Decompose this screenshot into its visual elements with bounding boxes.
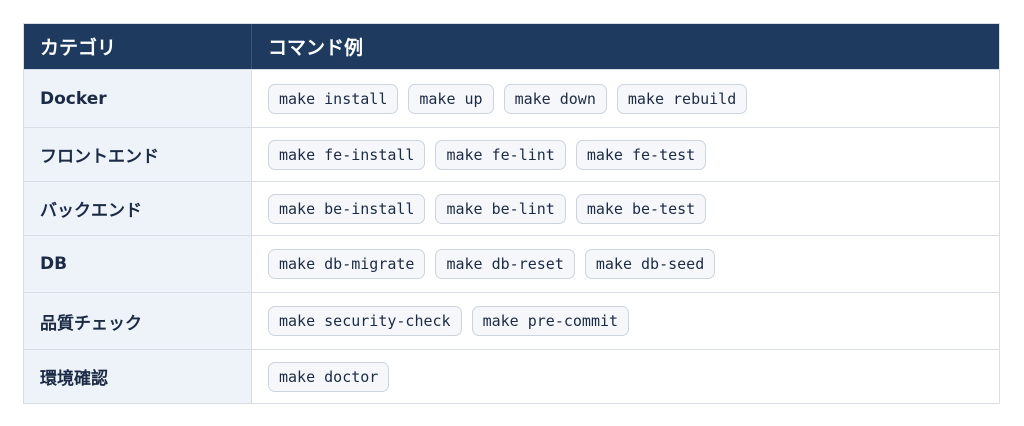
table-row: DB make db-migrate make db-reset make db… (24, 235, 999, 292)
header-category: カテゴリ (24, 24, 252, 69)
command-chip: make db-seed (584, 249, 716, 279)
row-category: 品質チェック (24, 293, 252, 349)
command-chip: make down (503, 83, 607, 114)
command-chip: make rebuild (616, 83, 748, 114)
row-commands: make db-migrate make db-reset make db-se… (252, 236, 999, 292)
table-header: カテゴリ コマンド例 (24, 24, 999, 69)
table-row: バックエンド make be-install make be-lint make… (24, 181, 999, 235)
row-category: フロントエンド (24, 128, 252, 181)
row-commands: make fe-install make fe-lint make fe-tes… (252, 128, 999, 181)
command-chip: make db-reset (435, 249, 575, 279)
table-row: 環境確認 make doctor (24, 349, 999, 403)
row-category: 環境確認 (24, 350, 252, 403)
command-table: カテゴリ コマンド例 Docker make install make up m… (23, 23, 1000, 404)
table-row: フロントエンド make fe-install make fe-lint mak… (24, 127, 999, 181)
command-chip: make be-test (575, 193, 707, 224)
command-chip: make up (408, 83, 494, 114)
command-chip: make fe-lint (435, 139, 566, 170)
row-category: バックエンド (24, 182, 252, 235)
command-chip: make pre-commit (471, 306, 630, 336)
row-commands: make install make up make down make rebu… (252, 70, 999, 127)
table-row: Docker make install make up make down ma… (24, 69, 999, 127)
command-chip: make security-check (268, 306, 462, 336)
row-category: DB (24, 236, 252, 292)
command-chip: make fe-install (268, 139, 426, 170)
row-commands: make security-check make pre-commit (252, 293, 999, 349)
row-category: Docker (24, 70, 252, 127)
command-chip: make doctor (268, 361, 390, 392)
command-chip: make db-migrate (268, 249, 426, 279)
command-chip: make fe-test (575, 139, 707, 170)
row-commands: make be-install make be-lint make be-tes… (252, 182, 999, 235)
command-chip: make be-lint (435, 193, 566, 224)
header-commands: コマンド例 (268, 37, 364, 59)
table-row: 品質チェック make security-check make pre-comm… (24, 292, 999, 349)
row-commands: make doctor (252, 350, 999, 403)
command-chip: make install (268, 83, 399, 114)
command-chip: make be-install (268, 193, 426, 224)
